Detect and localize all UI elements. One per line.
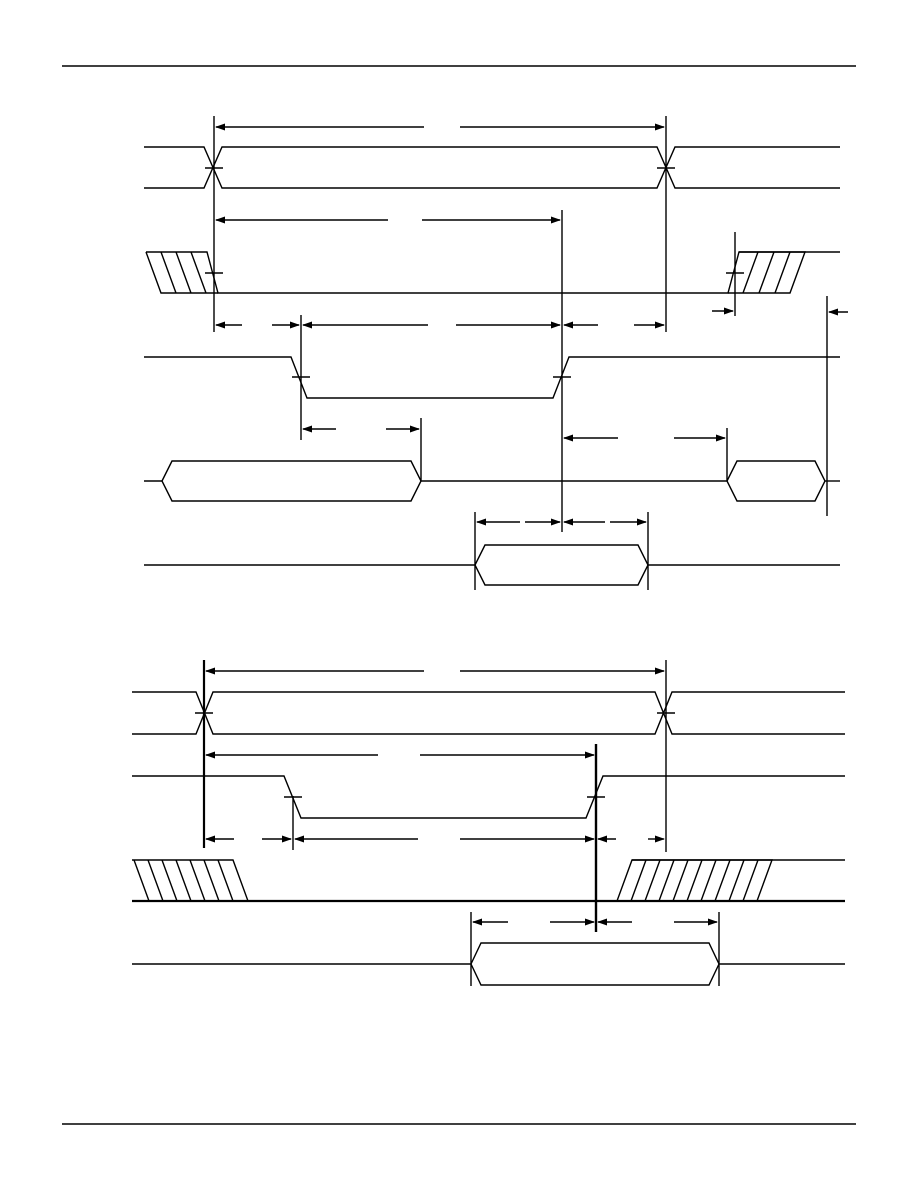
lower-chip-select-waveform bbox=[132, 859, 845, 903]
lower-chip-select-hatch-left bbox=[133, 859, 234, 902]
lower-strobe-waveform bbox=[132, 775, 845, 819]
upper-dimension-arrows bbox=[215, 123, 848, 526]
upper-data-in-waveform bbox=[144, 544, 840, 586]
upper-timing-diagram bbox=[144, 116, 848, 590]
lower-reference-ticks bbox=[195, 712, 675, 798]
upper-address-waveform bbox=[144, 146, 840, 189]
upper-reference-ticks bbox=[205, 167, 744, 378]
lower-reference-lines bbox=[202, 660, 720, 986]
upper-reference-lines bbox=[213, 116, 828, 590]
upper-chip-select-waveform bbox=[145, 251, 840, 294]
upper-chip-select-hatch-left bbox=[160, 251, 207, 294]
lower-dimension-arrows bbox=[205, 667, 718, 926]
upper-strobe-waveform bbox=[144, 356, 840, 399]
upper-chip-select-hatch-right bbox=[742, 251, 791, 294]
lower-chip-select-hatch-right bbox=[630, 859, 759, 902]
upper-data-out-waveform bbox=[144, 460, 840, 502]
lower-address-waveform bbox=[132, 691, 845, 735]
lower-timing-diagram bbox=[132, 660, 845, 986]
lower-data-in-waveform bbox=[132, 942, 845, 986]
